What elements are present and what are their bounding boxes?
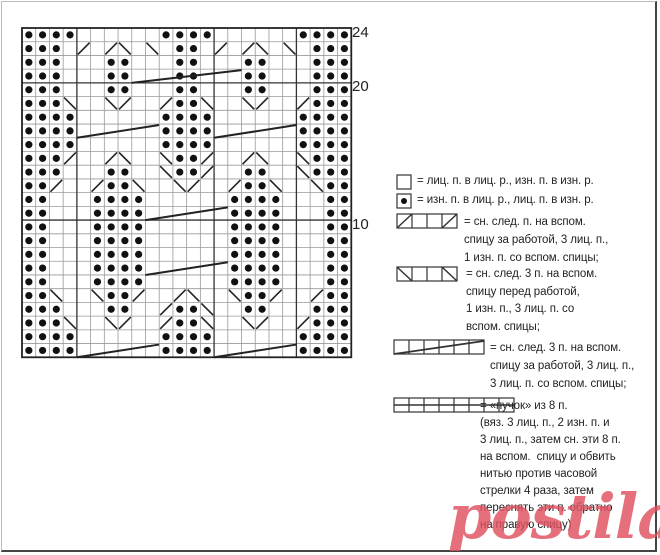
row-label-10: 10 (352, 216, 369, 233)
legend-text-purl: = изн. п. в лиц. р., лиц. п. в изн. р. (417, 194, 594, 206)
legend-cable-right-icon (396, 213, 458, 229)
legend-empty-cell-icon (396, 174, 412, 190)
legend-text-bunch: = «пучок» из 8 п. (вяз. 3 лиц. п., 2 изн… (480, 400, 621, 531)
legend-cable-left-icon (396, 266, 458, 282)
legend-cable-6-icon (393, 339, 485, 355)
legend-text-cable-left: = сн. след. 3 п. на вспом. спицу перед р… (466, 268, 598, 333)
row-label-24: 24 (352, 24, 369, 41)
legend-text-knit: = лиц. п. в лиц. р., изн. п. в изн. р. (417, 175, 594, 187)
legend-text-cable-right: = сн. след. п. на вспом. спицу за работо… (464, 216, 609, 264)
row-label-20: 20 (352, 78, 369, 95)
legend-text-cable-6: = сн. след. 3 п. на вспом. спицу за рабо… (490, 342, 635, 390)
legend-bunch-icon (393, 397, 515, 413)
watermark: postila.ru (448, 480, 660, 553)
